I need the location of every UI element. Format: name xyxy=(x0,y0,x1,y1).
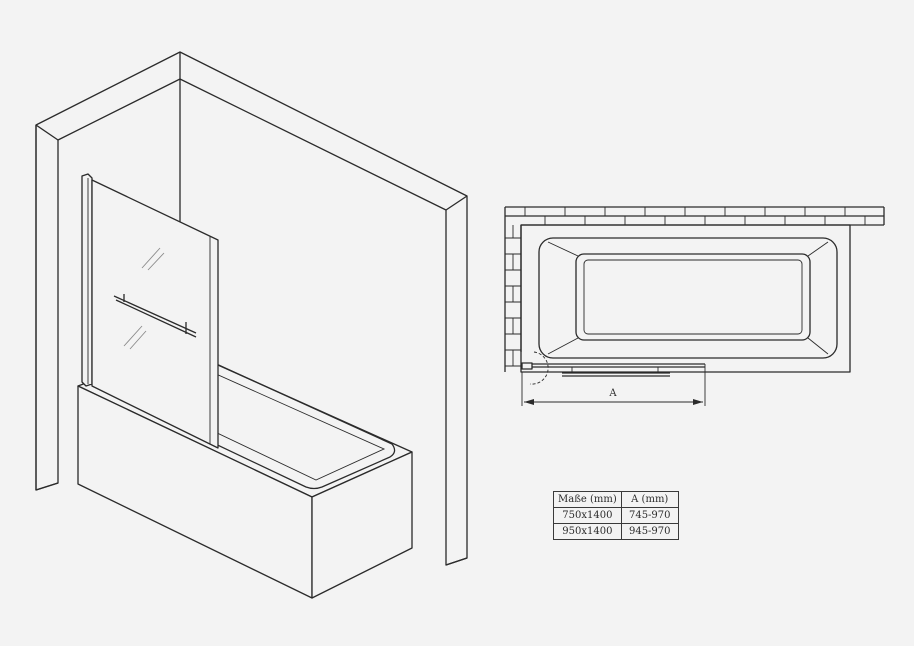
table-header-a: A (mm) xyxy=(620,491,679,508)
size-table: Maße (mm) A (mm) 750x1400 745-970 950x14… xyxy=(553,491,679,540)
plan-brick-wall xyxy=(504,206,885,372)
table-cell-size: 950x1400 xyxy=(553,523,622,540)
table-row: 950x1400 945-970 xyxy=(553,523,679,540)
plan-shower-screen xyxy=(521,351,705,385)
plan-dimension-a: A xyxy=(521,364,706,406)
table-header-row: Maße (mm) A (mm) xyxy=(553,491,679,508)
table-cell-a: 745-970 xyxy=(620,507,679,524)
table-cell-a: 945-970 xyxy=(620,523,679,540)
isometric-view xyxy=(35,51,468,599)
plan-view: A xyxy=(504,206,885,406)
table-cell-size: 750x1400 xyxy=(553,507,622,524)
table-header-size: Maße (mm) xyxy=(553,491,622,508)
iso-shower-screen xyxy=(81,173,219,449)
plan-bathtub xyxy=(520,224,851,373)
table-row: 750x1400 745-970 xyxy=(553,507,679,524)
dimension-label-a: A xyxy=(608,388,617,399)
